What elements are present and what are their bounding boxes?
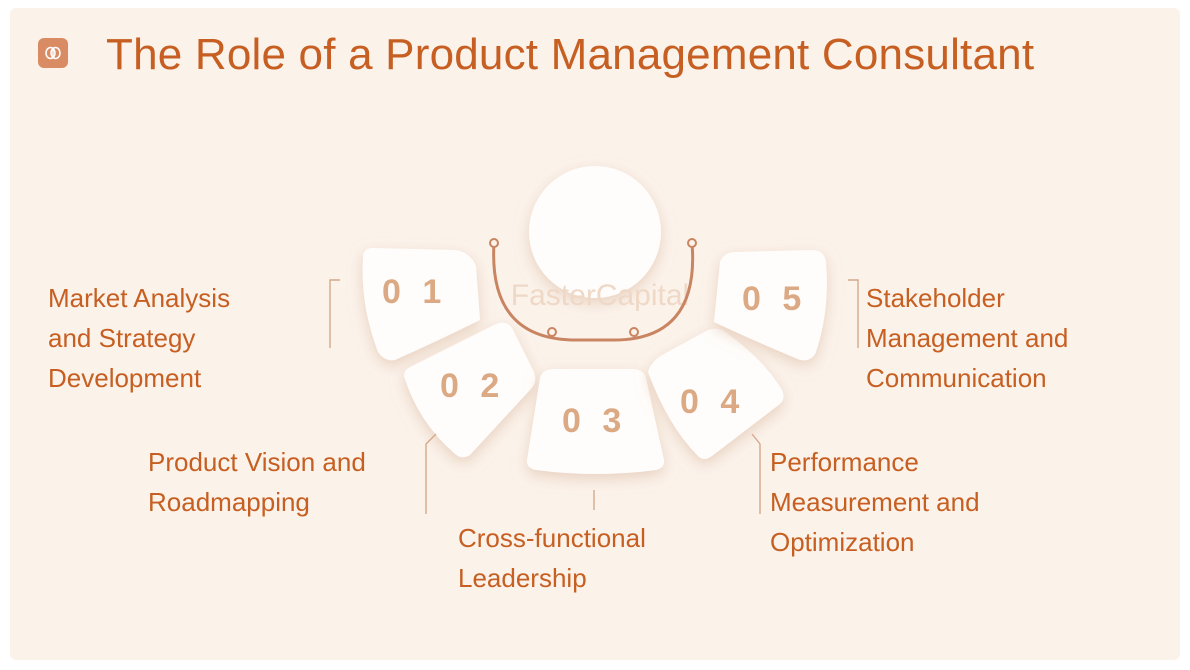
segment-05: 0 5 [714,250,827,361]
segment-number-04: 0 4 [680,383,745,421]
brain-icon [38,38,68,68]
watermark-text: FasterCapital [511,279,689,312]
connector-01 [329,279,340,348]
label-cross-functional: Cross-functional Leadership [458,523,646,593]
segment-number-02: 0 2 [440,367,505,405]
segment-04: 0 4 [648,328,784,459]
segment-number-01: 0 1 [382,273,447,311]
connector-02 [425,433,437,514]
connector-04 [751,433,761,514]
slide-frame: The Role of a Product Management Consult… [10,8,1180,660]
label-market-analysis: Market Analysis and Strategy Development [48,283,231,393]
label-stakeholder: Stakeholder Management and Communication [866,283,1069,393]
segment-02: 0 2 [404,322,536,458]
arc-line [492,242,695,342]
segment-03: 0 3 [526,369,665,474]
arc-node [687,238,697,248]
arc-node [489,238,499,248]
segment-01: 0 1 [362,248,480,361]
segment-number-05: 0 5 [742,280,807,318]
arc-node [547,327,557,337]
page-title: The Role of a Product Management Consult… [106,30,1035,79]
label-performance: Performance Measurement and Optimization [770,447,980,557]
center-circle [529,166,661,298]
arc-node [629,327,639,337]
segment-number-03: 0 3 [562,402,627,440]
connector-05 [848,279,859,348]
label-product-vision: Product Vision and Roadmapping [148,447,366,517]
